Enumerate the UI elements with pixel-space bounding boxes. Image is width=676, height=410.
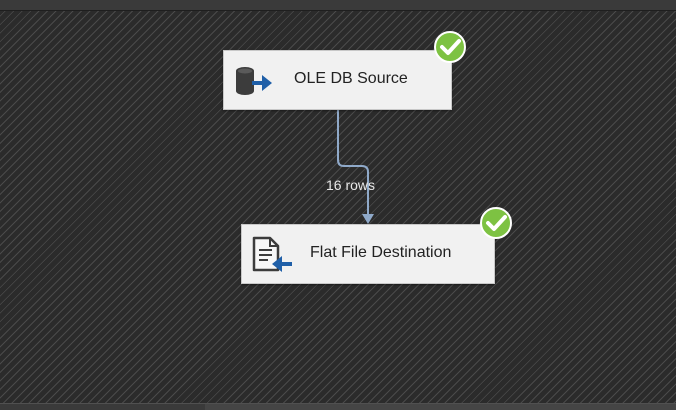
row-count-label: 16 rows (326, 177, 376, 193)
flat-file-destination-component[interactable]: Flat File Destination (241, 224, 495, 284)
canvas-top-border (0, 0, 676, 11)
ole-db-source-label: OLE DB Source (294, 70, 408, 87)
success-check-icon (434, 31, 466, 63)
canvas-horizontal-scrollbar[interactable] (0, 403, 676, 410)
flat-file-destination-icon (252, 236, 292, 272)
data-flow-path-arrowhead (362, 214, 374, 224)
flat-file-destination-label: Flat File Destination (310, 244, 452, 261)
data-flow-path-line (337, 110, 369, 218)
database-source-icon (236, 67, 272, 95)
ole-db-source-component[interactable]: OLE DB Source (223, 50, 452, 110)
success-check-icon (480, 207, 512, 239)
scrollbar-thumb[interactable] (205, 404, 676, 410)
